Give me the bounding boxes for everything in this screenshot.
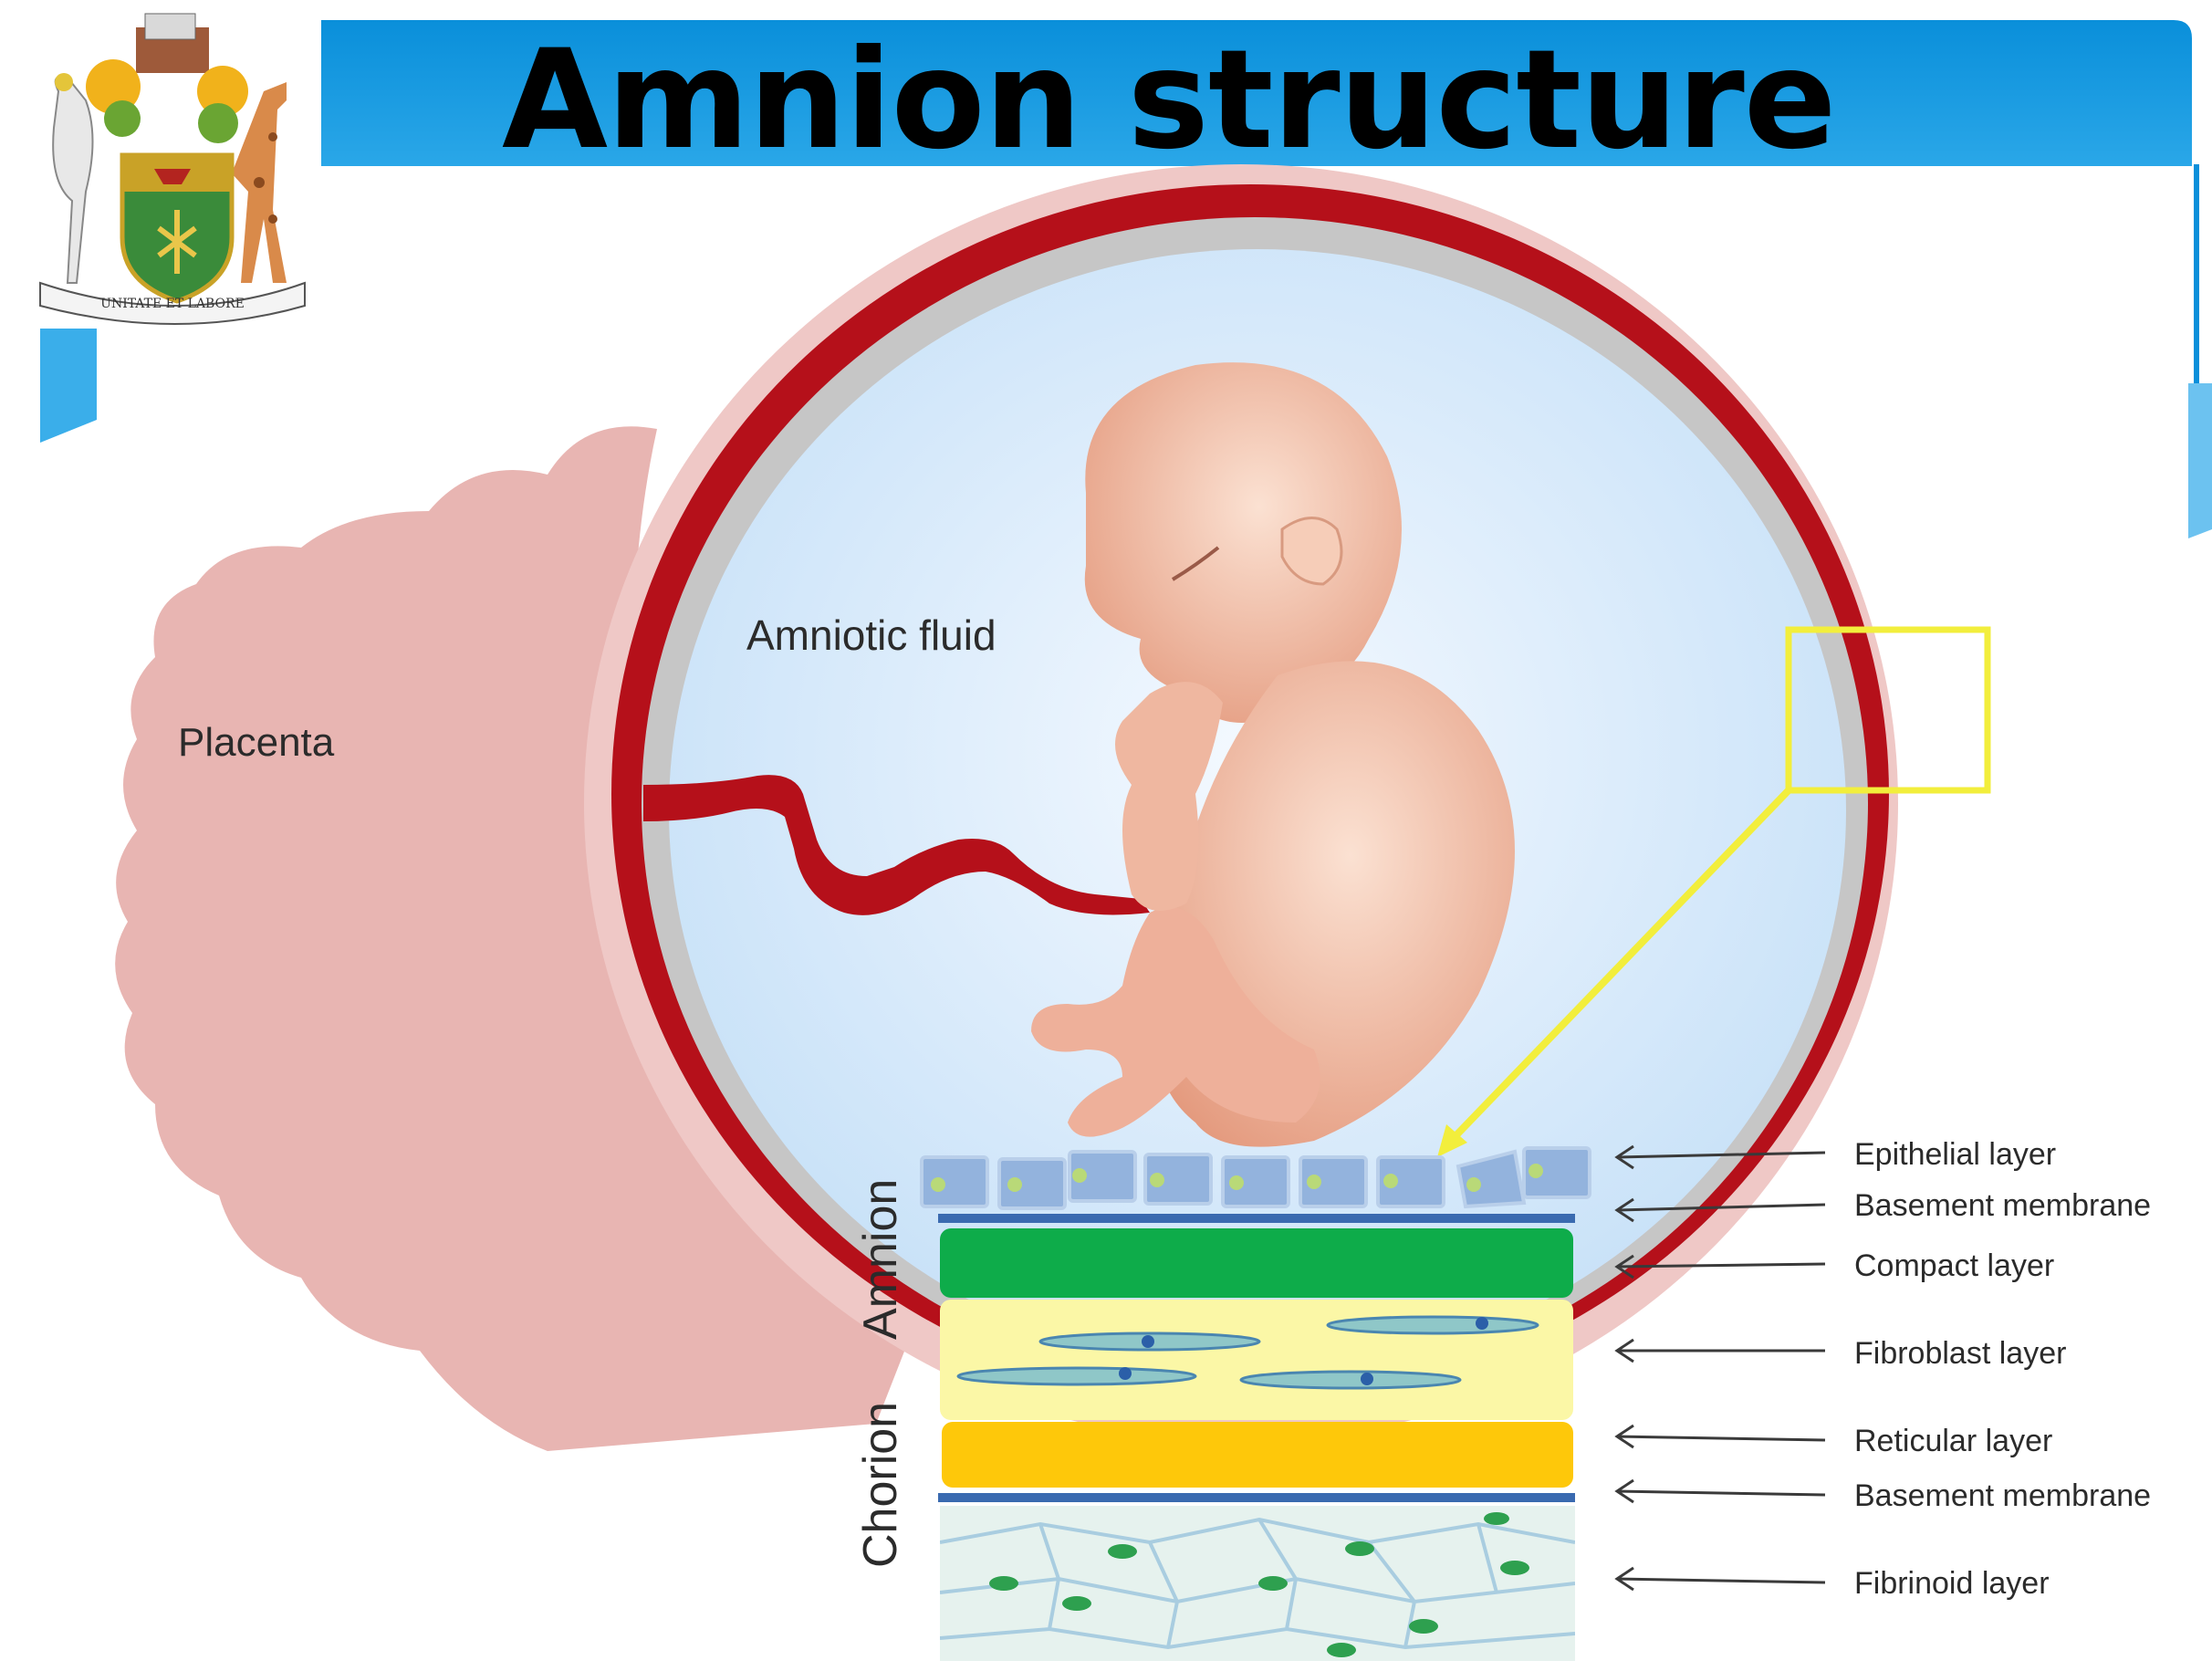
layer-label-fibrinoid: Fibrinoid layer: [1854, 1566, 2050, 1601]
epithelial-cells: [920, 1146, 1591, 1210]
chorion-label: Chorion: [854, 1402, 907, 1568]
svg-text:UNITATE ET LABORE: UNITATE ET LABORE: [100, 297, 245, 311]
zoom-highlight-box: [1785, 626, 1991, 794]
title-bar: [321, 20, 2192, 166]
page-title: Amnion structure: [502, 21, 1837, 180]
fetus-illustration: [1031, 362, 1515, 1147]
layer-label-epithelial: Epithelial layer: [1854, 1137, 2056, 1172]
membrane-layer-stack: [940, 1506, 1575, 1661]
university-coat-of-arms-icon: UNITATE ET LABORE: [39, 13, 306, 325]
layer-label-fibroblast: Fibroblast layer: [1854, 1336, 2066, 1371]
umbilical-cord: [643, 775, 1150, 915]
layer-label-compact: Compact layer: [1854, 1248, 2054, 1283]
reticular-layer: [942, 1422, 1573, 1488]
amnion-label: Amnion: [854, 1179, 907, 1340]
layer-label-reticular: Reticular layer: [1854, 1424, 2052, 1458]
layer-label-basement-membrane-2: Basement membrane: [1854, 1478, 2151, 1513]
edge-accent: [2188, 164, 2212, 538]
layer-pointer-arrows: [1614, 1144, 1826, 1592]
compact-layer: [940, 1228, 1573, 1298]
placenta-label: Placenta: [178, 720, 335, 765]
layer-label-basement-membrane-1: Basement membrane: [1854, 1188, 2151, 1223]
left-accent: [40, 329, 97, 443]
amniotic-fluid-label: Amniotic fluid: [746, 611, 996, 659]
